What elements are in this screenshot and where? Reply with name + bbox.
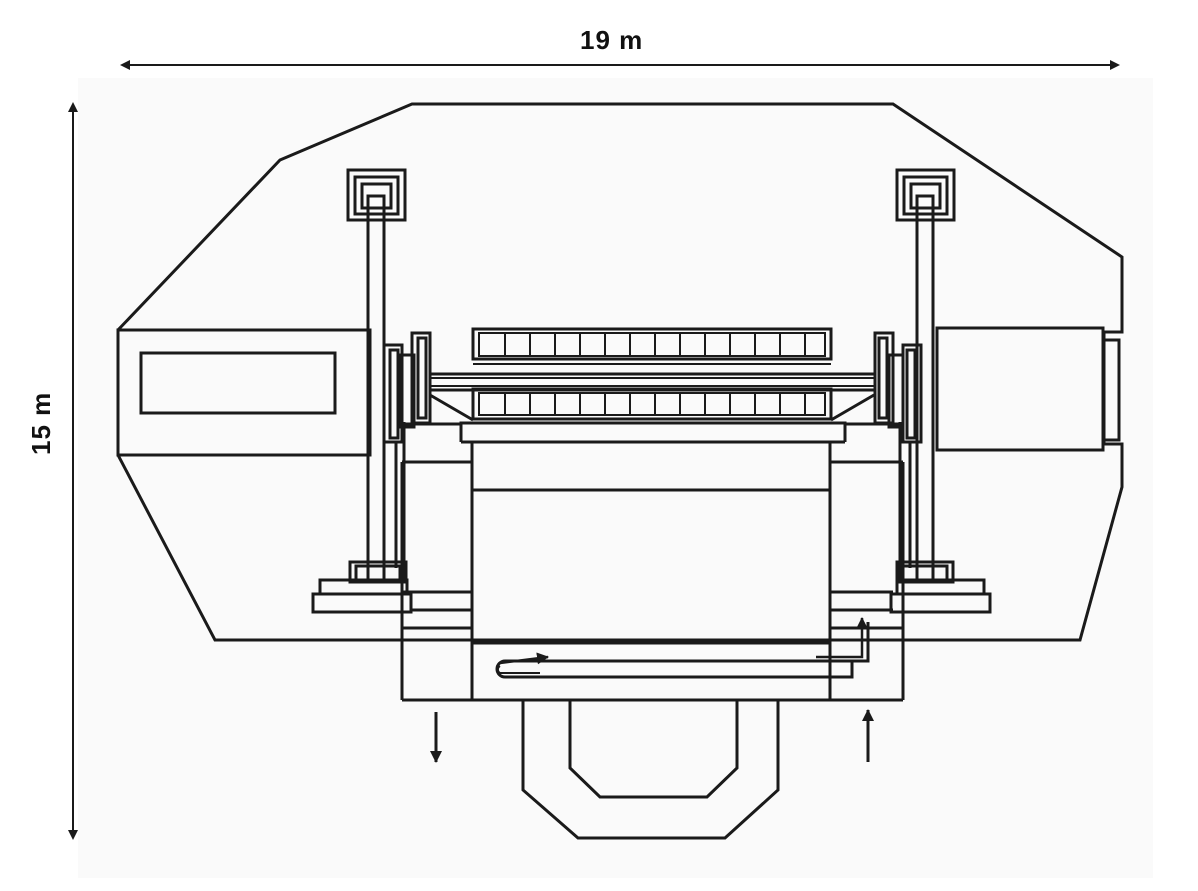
paper-background: [78, 78, 1153, 878]
central-tank: [459, 421, 847, 702]
inlet-pipe: [495, 622, 870, 679]
lower-segmented-roll: [471, 387, 833, 421]
left-bearing-assembly: [382, 331, 432, 582]
right-tie-rod: [889, 168, 992, 614]
right-motor-block: [935, 326, 1121, 452]
right-roll-cap: [830, 393, 875, 422]
height-dimension-label: 15 m: [26, 391, 56, 455]
flow-arrow-up-pipe: [816, 617, 868, 659]
right-bearing-assembly: [873, 331, 923, 582]
left-side-frame: [400, 422, 472, 702]
upper-segmented-roll: [471, 327, 833, 365]
flow-arrow-right: [499, 652, 549, 665]
left-roll-cap: [429, 393, 474, 422]
left-motor-block: [116, 328, 372, 457]
width-dimension-label: 19 m: [580, 25, 644, 55]
lower-chute: [521, 700, 780, 840]
